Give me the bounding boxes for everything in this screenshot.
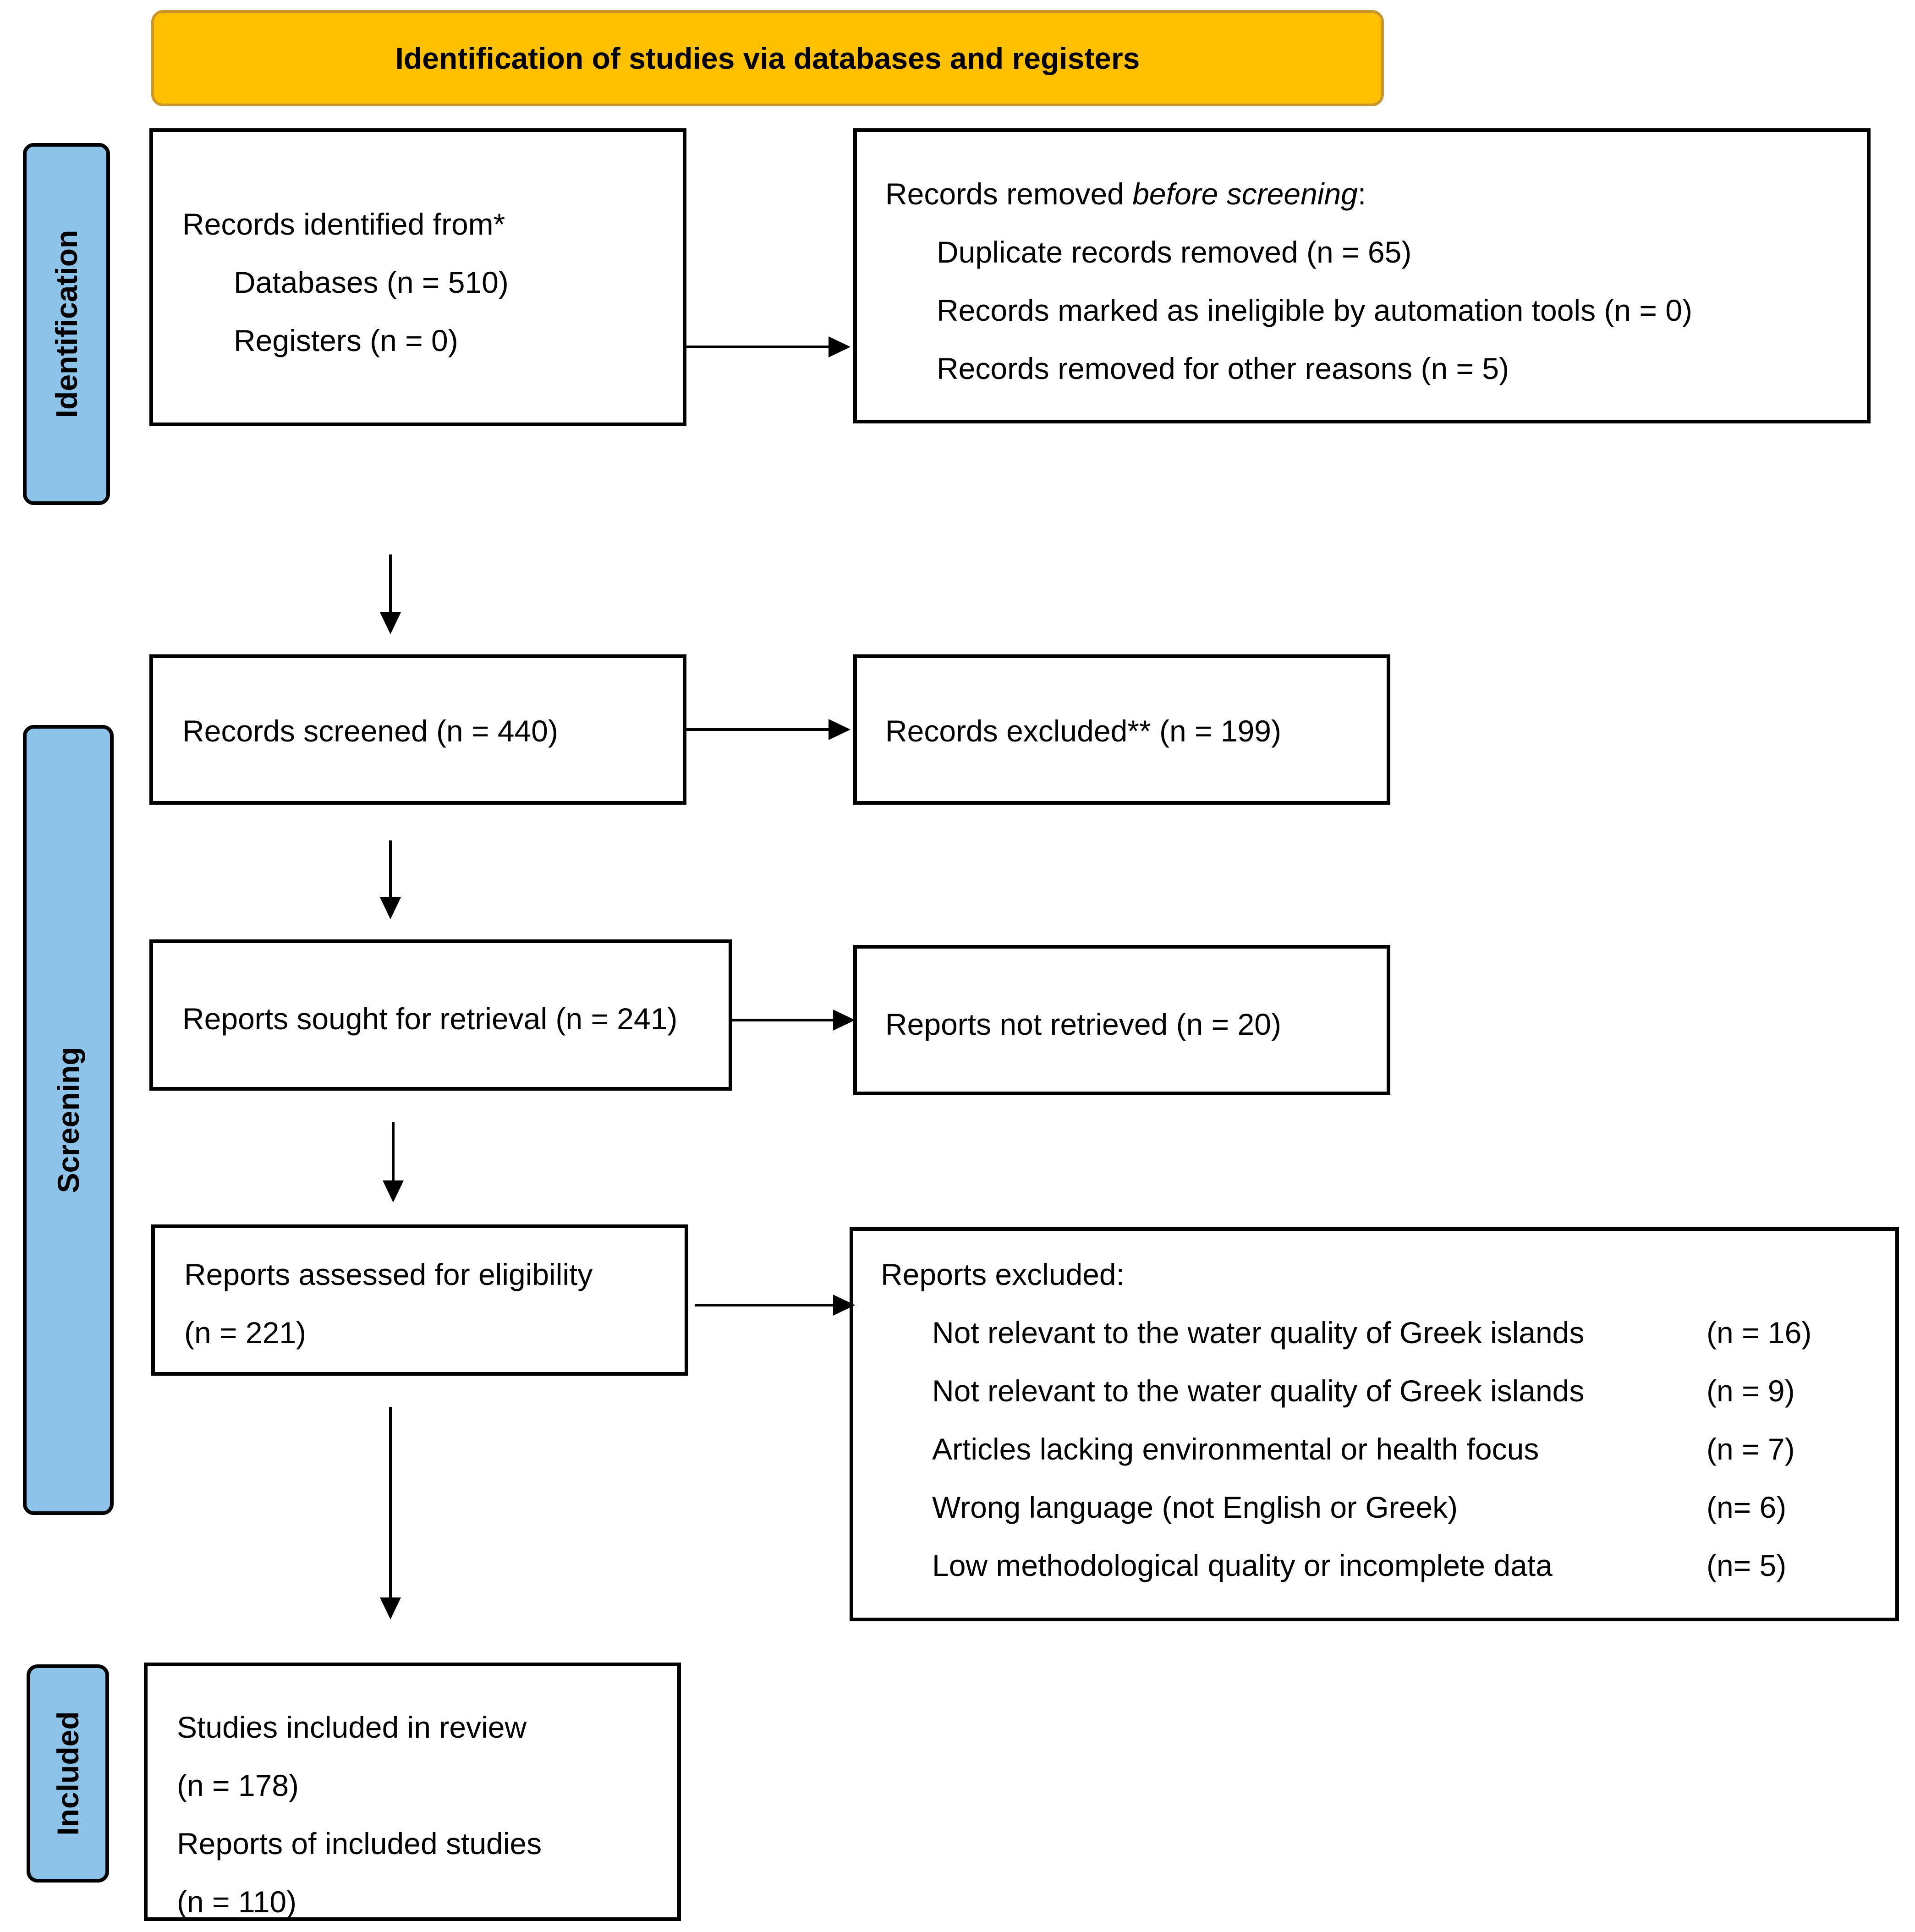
reports-assessed-box: Reports assessed for eligibility (n = 22… (151, 1224, 688, 1376)
exclusion-count: (n= 6) (1706, 1490, 1787, 1524)
arrowhead (833, 1295, 855, 1316)
records-removed-duplicates: Duplicate records removed (n = 65) (937, 235, 1412, 269)
records-screened-box: Records screened (n = 440) (149, 654, 686, 805)
studies-included-label: Studies included in review (177, 1710, 527, 1744)
exclusion-reason: Not relevant to the water quality of Gre… (932, 1374, 1585, 1408)
stage-included: Included (27, 1664, 109, 1883)
reports-included-count: (n = 110) (177, 1885, 297, 1919)
exclusion-reason: Wrong language (not English or Greek) (932, 1490, 1458, 1524)
reports-excluded-box: Reports excluded: Not relevant to the wa… (850, 1227, 1899, 1621)
arrowhead (380, 897, 401, 919)
reports-assessed-label: Reports assessed for eligibility (184, 1257, 593, 1291)
exclusion-count: (n = 9) (1706, 1374, 1795, 1408)
records-removed-box: Records removed before screening: Duplic… (853, 128, 1871, 423)
records-databases: Databases (n = 510) (234, 265, 509, 299)
reports-not-retrieved-box: Reports not retrieved (n = 20) (853, 945, 1390, 1095)
records-registers: Registers (n = 0) (234, 324, 458, 357)
flow-header: Identification of studies via databases … (151, 10, 1384, 106)
records-identified-box: Records identified from* Databases (n = … (149, 128, 686, 426)
records-identified-heading: Records identified from* (182, 207, 505, 241)
exclusion-count: (n = 16) (1706, 1316, 1812, 1350)
records-excluded-box: Records excluded** (n = 199) (853, 654, 1390, 805)
exclusion-reason: Articles lacking environmental or health… (932, 1432, 1539, 1466)
arrowhead (380, 1597, 401, 1619)
records-excluded-label: Records excluded** (n = 199) (885, 714, 1281, 748)
stage-identification: Identification (23, 143, 110, 505)
reports-assessed-count: (n = 221) (184, 1316, 306, 1350)
studies-included-box: Studies included in review (n = 178) Rep… (144, 1663, 681, 1921)
arrowhead (380, 612, 401, 634)
reports-not-retrieved-label: Reports not retrieved (n = 20) (885, 1007, 1281, 1041)
exclusion-count: (n= 5) (1706, 1548, 1787, 1582)
reports-excluded-heading: Reports excluded: (881, 1257, 1125, 1291)
records-removed-heading: Records removed before screening: (885, 177, 1366, 211)
reports-included-label: Reports of included studies (177, 1827, 542, 1861)
records-removed-automation: Records marked as ineligible by automati… (937, 293, 1693, 327)
records-removed-other: Records removed for other reasons (n = 5… (937, 351, 1509, 385)
arrowhead (383, 1180, 404, 1202)
exclusion-reason: Low methodological quality or incomplete… (932, 1548, 1553, 1582)
arrowhead (829, 336, 851, 357)
records-screened-label: Records screened (n = 440) (182, 714, 558, 748)
reports-sought-box: Reports sought for retrieval (n = 241) (149, 939, 732, 1091)
flow-header-title: Identification of studies via databases … (395, 41, 1140, 75)
stage-screening: Screening (23, 725, 114, 1515)
exclusion-count: (n = 7) (1706, 1432, 1795, 1466)
arrowhead (829, 719, 851, 740)
reports-sought-label: Reports sought for retrieval (n = 241) (182, 1002, 678, 1036)
arrowhead (833, 1010, 855, 1031)
studies-included-count: (n = 178) (177, 1768, 299, 1802)
exclusion-reason: Not relevant to the water quality of Gre… (932, 1316, 1585, 1350)
